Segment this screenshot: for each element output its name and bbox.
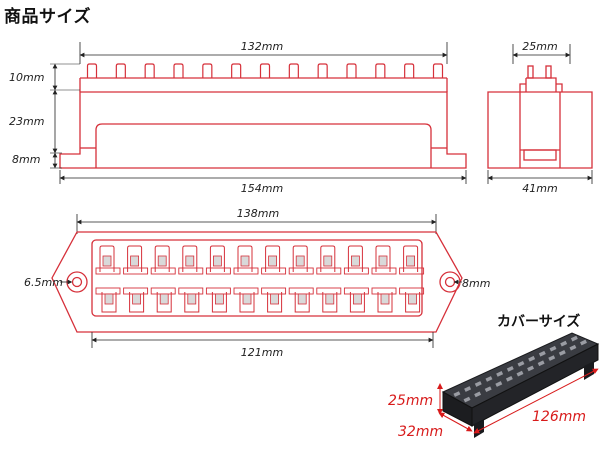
cover-label-cell bbox=[560, 340, 568, 347]
side-tab bbox=[259, 63, 271, 78]
hole-left-label: 6.5mm bbox=[24, 276, 63, 289]
slot-column bbox=[261, 245, 287, 313]
cover-illustration: 25mm 32mm 126mm bbox=[388, 332, 600, 440]
top-inner-width-label: 121mm bbox=[241, 346, 283, 359]
slot-column bbox=[205, 245, 231, 313]
cover-label-cell bbox=[463, 396, 471, 403]
cover-depth-line bbox=[438, 412, 473, 432]
cover-label-cell bbox=[517, 360, 525, 367]
side-arch bbox=[95, 123, 432, 168]
cover-label-cell bbox=[569, 344, 577, 351]
cover-label-cell bbox=[538, 350, 546, 357]
side-tab bbox=[115, 63, 126, 78]
end-view: 25mm 41mm bbox=[487, 40, 593, 195]
side-tab bbox=[173, 63, 184, 78]
side-body-outline bbox=[59, 91, 467, 169]
side-tab bbox=[346, 63, 357, 78]
cover-title: カバーサイズ bbox=[497, 314, 581, 330]
side-tab bbox=[231, 63, 242, 78]
side-top-width-label: 132mm bbox=[241, 40, 283, 53]
side-tab bbox=[432, 63, 444, 78]
end-body-outline bbox=[487, 91, 593, 169]
cover-length-line bbox=[473, 368, 599, 434]
side-tab bbox=[375, 63, 386, 78]
cover-label-cell bbox=[580, 339, 587, 346]
end-bottom-width-label: 41mm bbox=[522, 182, 557, 195]
top-outer-width-label: 138mm bbox=[237, 207, 279, 220]
side-height-top-label: 10mm bbox=[9, 71, 44, 84]
cover-label-cell bbox=[549, 345, 557, 352]
slot-column bbox=[316, 245, 342, 313]
slot-column bbox=[233, 245, 259, 313]
side-bottom-width-label: 154mm bbox=[241, 182, 283, 195]
side-tab bbox=[317, 63, 328, 78]
cover-label-cell bbox=[558, 350, 566, 356]
cover-label-cell bbox=[570, 335, 578, 342]
cover-height-label: 25mm bbox=[388, 393, 433, 409]
cover-label-cell bbox=[548, 355, 556, 361]
cover-label-cell bbox=[464, 386, 472, 392]
cover-label-cell bbox=[528, 355, 536, 362]
end-top-width-label: 25mm bbox=[522, 40, 557, 53]
top-body-outline bbox=[51, 231, 463, 333]
side-tab bbox=[202, 63, 213, 78]
cover-length-label: 126mm bbox=[532, 409, 586, 425]
slot-column bbox=[399, 245, 425, 313]
top-slots bbox=[95, 245, 425, 313]
slot-column bbox=[123, 245, 149, 313]
cover-depth-label: 32mm bbox=[398, 424, 443, 440]
cover-label-cell bbox=[537, 360, 545, 367]
slot-column bbox=[150, 245, 176, 313]
side-view: 132mm 10mm 23mm 8mm 154mm bbox=[9, 40, 467, 195]
side-tabs bbox=[86, 63, 444, 78]
slot-column bbox=[343, 245, 369, 313]
side-tab bbox=[404, 63, 415, 78]
side-height-mid-label: 23mm bbox=[9, 115, 44, 128]
slot-column bbox=[288, 245, 314, 313]
top-view: 138mm 6.5mm 8mm 121mm bbox=[24, 207, 490, 359]
side-height-bottom-label: 8mm bbox=[12, 153, 40, 166]
slot-column bbox=[371, 245, 397, 313]
hole-right-label: 8mm bbox=[462, 277, 490, 290]
side-tab bbox=[288, 63, 299, 78]
side-tab bbox=[86, 63, 98, 78]
side-tab bbox=[144, 63, 155, 78]
cover-label-cell bbox=[453, 391, 461, 397]
page-title: 商品サイズ bbox=[4, 7, 91, 27]
slot-column bbox=[178, 245, 204, 313]
slot-column bbox=[95, 245, 121, 313]
